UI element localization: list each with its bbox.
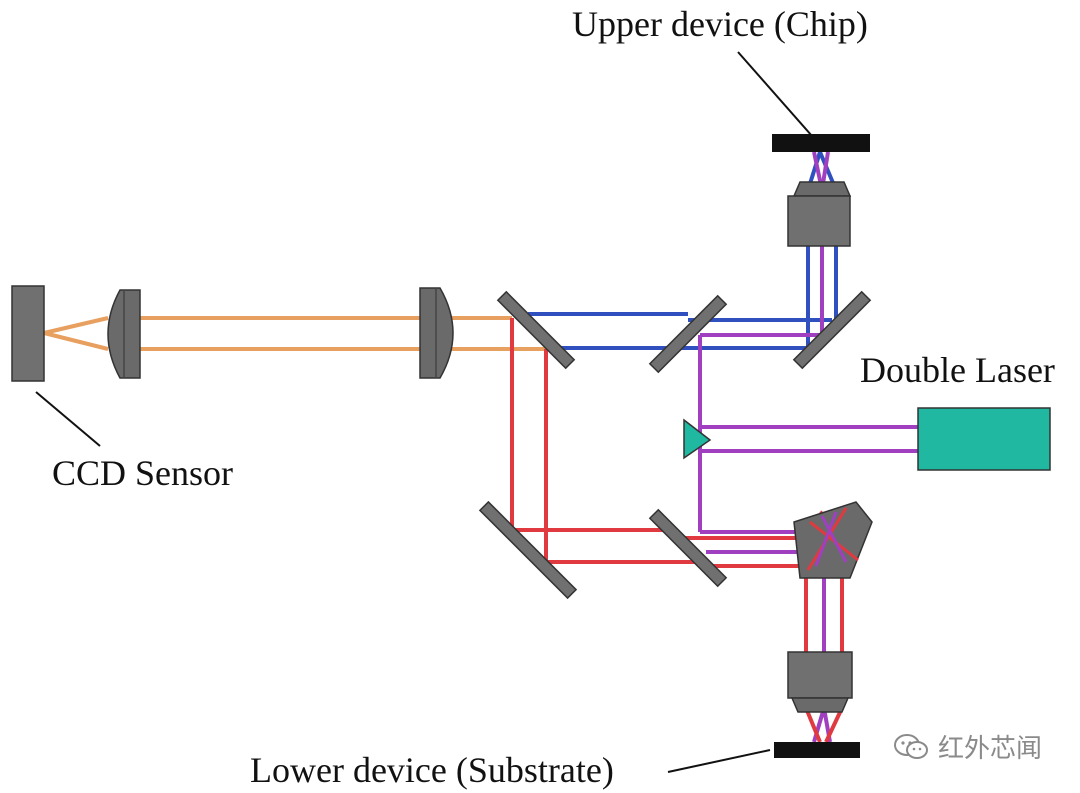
mirror-lower-left	[478, 500, 578, 600]
lower-objective	[787, 651, 853, 713]
ccd-sensor-block	[11, 285, 45, 382]
double-laser-label: Double Laser	[860, 350, 1055, 390]
blue-beam-path	[528, 151, 838, 350]
upper-device-label: Upper device (Chip)	[572, 4, 868, 44]
upper-device-chip	[772, 134, 870, 152]
lower-device-substrate	[774, 742, 860, 758]
double-laser-source	[917, 407, 1051, 471]
wechat-logo-icon	[894, 733, 928, 759]
watermark-text: 红外芯闻	[938, 734, 1043, 764]
lower-device-leader	[667, 749, 771, 773]
mirror-upper-left	[496, 290, 576, 370]
beam-splitter-upper	[648, 294, 728, 374]
ccd-sensor-label: CCD Sensor	[52, 453, 234, 493]
watermark: 红外芯闻	[892, 728, 1042, 765]
lower-device-label: Lower device (Substrate)	[250, 750, 614, 790]
ccd-sensor-leader	[35, 391, 101, 447]
beam-splitter-lower	[648, 508, 728, 588]
mirror-upper-right	[792, 290, 872, 370]
upper-objective	[787, 181, 852, 247]
laser-prism-element	[683, 418, 712, 460]
upper-device-leader	[737, 51, 813, 137]
